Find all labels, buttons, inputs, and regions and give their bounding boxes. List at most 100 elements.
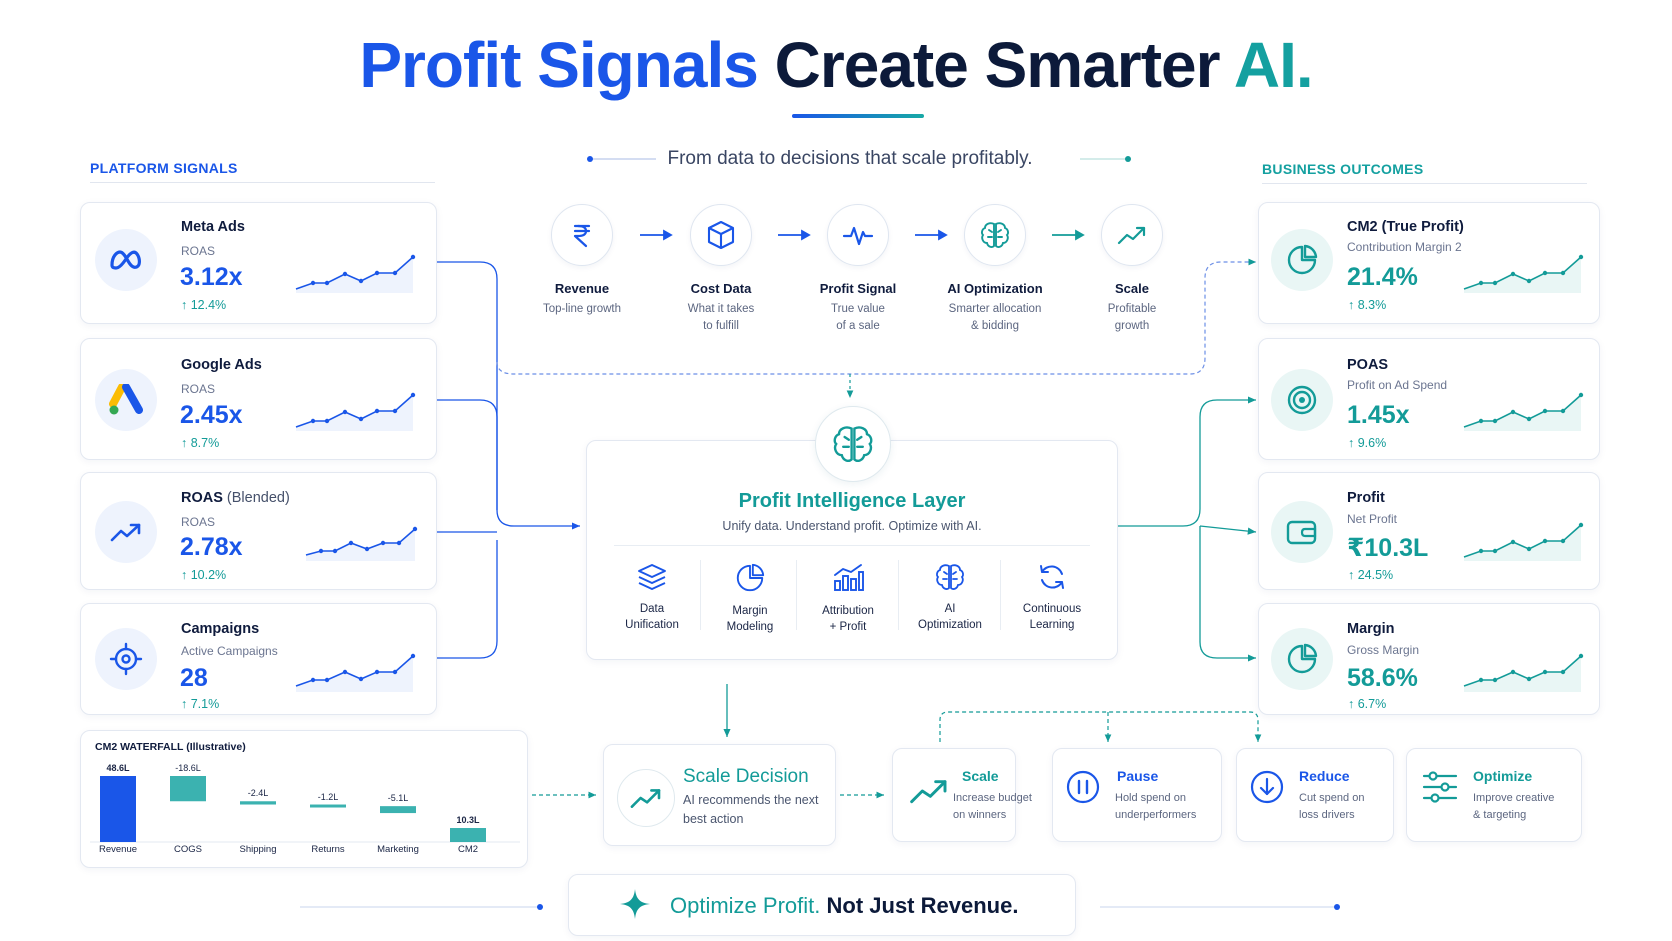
card-metric: Gross Margin	[1347, 643, 1420, 657]
flow-arrows	[640, 229, 1085, 241]
waterfall-chart	[90, 776, 520, 843]
sparkline	[305, 526, 418, 561]
sparkline	[295, 392, 416, 431]
poas-card[interactable]: POAS Profit on Ad Spend 1.45x ↑ 9.6%	[1258, 338, 1600, 460]
action-optimize-card[interactable]: Optimize Improve creative& targeting	[1406, 748, 1582, 842]
card-metric: ROAS	[181, 515, 216, 529]
title-part-1: Profit Signals	[359, 29, 758, 101]
sparkline	[295, 653, 416, 692]
decision-title: Scale Decision	[683, 766, 809, 787]
action-title: Optimize	[1473, 768, 1533, 784]
flow-step-label: Cost Data	[690, 281, 752, 296]
card-metric: ROAS	[181, 244, 216, 258]
meta-ads-card[interactable]: Meta Ads ROAS 3.12x ↑ 12.4%	[80, 202, 437, 324]
decision-desc: AI recommends the next best action	[683, 793, 819, 826]
brain-icon	[815, 406, 891, 482]
card-name: Campaigns	[181, 621, 260, 637]
waterfall-bar	[240, 801, 276, 805]
card-metric: Active Campaigns	[181, 644, 278, 658]
card-delta: ↑ 8.7%	[181, 436, 220, 450]
hub-subtitle: Unify data. Understand profit. Optimize …	[722, 519, 982, 533]
flow-step-desc: Top-line growth	[543, 303, 621, 315]
waterfall-bar	[310, 804, 346, 808]
card-value: 3.12x	[180, 263, 243, 291]
waterfall-value-label: -18.6L	[175, 763, 201, 773]
card-value: 2.45x	[180, 401, 243, 429]
card-name: Google Ads	[181, 357, 262, 373]
card-value: ₹10.3L	[1347, 534, 1429, 562]
arrow-down-icon	[1250, 770, 1284, 804]
waterfall-value-label: 10.3L	[456, 815, 480, 825]
action-desc: Improve creative& targeting	[1473, 792, 1555, 821]
profit-card[interactable]: Profit Net Profit ₹10.3L ↑ 24.5%	[1258, 472, 1600, 590]
refresh-icon	[1040, 565, 1064, 589]
card-delta: ↑ 7.1%	[181, 697, 220, 711]
waterfall-bar	[380, 806, 416, 814]
wallet-icon	[1271, 501, 1333, 563]
pie-chart-icon	[736, 563, 765, 592]
google-ads-card[interactable]: Google Ads ROAS 2.45x ↑ 8.7%	[80, 338, 437, 460]
hub-separator	[898, 560, 899, 630]
sparkle-icon	[620, 889, 650, 919]
card-delta: ↑ 6.7%	[1348, 697, 1387, 711]
flow-step-label: Revenue	[554, 281, 610, 296]
sparkline	[1463, 254, 1584, 293]
brain-icon	[964, 204, 1026, 266]
footer-part-2: Not Just Revenue.	[826, 893, 1019, 918]
waterfall-category-label: Marketing	[377, 844, 419, 855]
waterfall-category-label: CM2	[457, 844, 479, 855]
waterfall-category-label: Shipping	[239, 844, 277, 855]
campaigns-card[interactable]: Campaigns Active Campaigns 28 ↑ 7.1%	[80, 603, 437, 715]
hub-separator	[796, 560, 797, 630]
waterfall-value-label: -2.4L	[247, 788, 269, 799]
card-value: 1.45x	[1347, 401, 1410, 429]
bullseye-icon	[1271, 369, 1333, 431]
card-name: POAS	[1347, 357, 1389, 373]
pie-chart-icon	[1271, 229, 1333, 291]
blended-roas-card[interactable]: ROAS (Blended) ROAS 2.78x ↑ 10.2%	[80, 472, 437, 590]
waterfall-bar	[100, 776, 136, 842]
waterfall-bar	[170, 776, 206, 802]
platform-signals-label: PLATFORM SIGNALS	[90, 160, 238, 176]
bar-chart-icon	[834, 564, 864, 591]
subtitle: From data to decisions that scale profit…	[667, 148, 1033, 169]
pulse-icon	[827, 204, 889, 266]
sparkline	[1463, 392, 1584, 431]
card-delta: ↑ 9.6%	[1348, 436, 1387, 450]
margin-card[interactable]: Margin Gross Margin 58.6% ↑ 6.7%	[1258, 603, 1600, 715]
action-title: Pause	[1117, 768, 1159, 784]
card-metric: Net Profit	[1347, 512, 1398, 526]
sparkline	[1463, 653, 1584, 692]
cm2-card[interactable]: CM2 (True Profit) Contribution Margin 2 …	[1258, 202, 1600, 324]
card-delta: ↑ 12.4%	[181, 298, 227, 312]
sparkline	[295, 254, 416, 293]
section-divider	[90, 182, 435, 183]
section-divider	[1262, 183, 1587, 184]
card-name: CM2 (True Profit)	[1347, 219, 1464, 235]
rupee-icon	[551, 204, 613, 266]
title-part-3: AI.	[1233, 29, 1314, 101]
hub-separator	[1000, 560, 1001, 630]
flow-step-label: AI Optimization	[947, 281, 1043, 296]
trend-up-icon	[1101, 204, 1163, 266]
card-delta: ↑ 24.5%	[1348, 568, 1394, 582]
card-metric: Contribution Margin 2	[1347, 240, 1462, 254]
hub-item-attribution[interactable]: Attribution+ Profit	[802, 562, 894, 635]
waterfall-title: CM2 WATERFALL (Illustrative)	[95, 741, 246, 753]
card-delta: ↑ 10.2%	[181, 568, 227, 582]
layers-icon	[638, 564, 666, 590]
